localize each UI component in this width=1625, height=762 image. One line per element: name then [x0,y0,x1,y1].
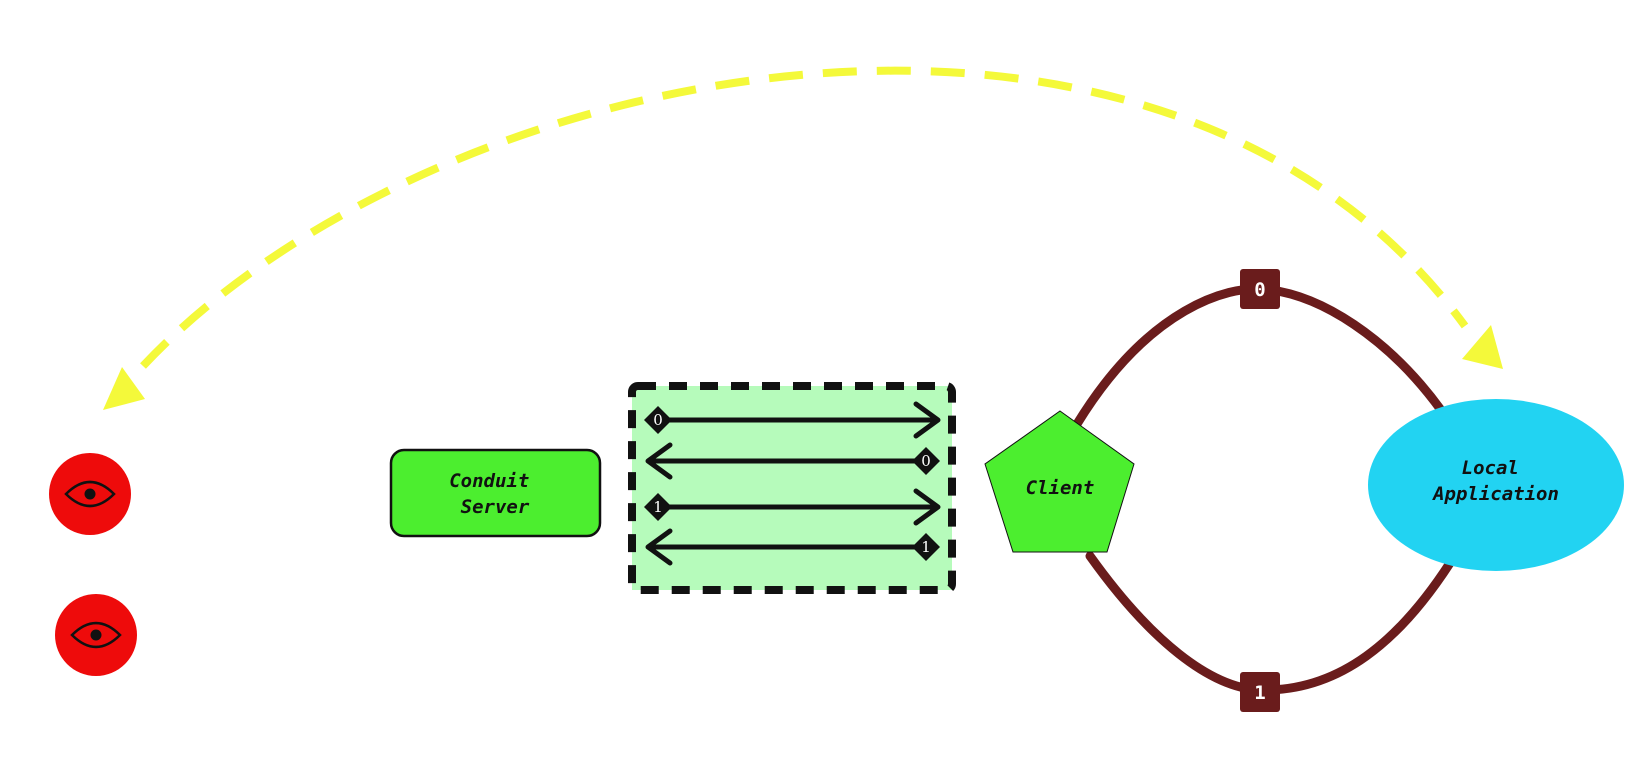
svg-text:1: 1 [653,498,663,516]
arc-arrowhead-right [1462,325,1503,369]
observation-arc-path [140,66,1469,369]
eye-icon [64,480,116,508]
channel-arrow-right-0: 0 [644,401,941,439]
channel-box-fill [632,386,952,590]
conduit-server-box [389,448,602,538]
client-label: Client [1026,477,1095,499]
channel-box: 0 0 1 1 [628,382,956,594]
channel-arrow-right-1: 1 [644,488,941,526]
conduit-server-label: Conduit Server [449,470,541,518]
observer-2 [55,594,137,676]
svg-text:0: 0 [921,452,931,470]
loop-edge-bottom [1085,551,1455,695]
svg-text:0: 0 [653,411,663,429]
client-pentagon [984,410,1135,553]
arc-arrowhead-left [103,367,145,410]
observation-arc [103,66,1503,410]
local-application-ellipse [1368,399,1624,571]
loop-edge-top [1072,284,1446,429]
client-node[interactable]: Client [984,410,1135,553]
marker-diamond: 0 [644,406,672,434]
marker-diamond: 1 [912,533,940,561]
channel-box-border [628,382,956,594]
conduit-server-node[interactable]: Conduit Server [389,448,602,538]
local-application-node[interactable]: Local Application [1368,399,1624,571]
loop-badge-bottom: 1 [1240,672,1280,712]
local-application-label: Local Application [1431,457,1559,505]
marker-diamond: 0 [912,447,940,475]
marker-diamond: 1 [644,493,672,521]
loop-edges: 0 1 [1072,269,1455,712]
loop-badge-top: 0 [1240,269,1280,309]
channel-arrow-left-0: 0 [645,442,940,480]
eye-icon [70,621,122,649]
svg-text:0: 0 [1254,279,1265,301]
svg-text:1: 1 [921,538,931,556]
observer-1 [49,453,131,535]
channel-arrow-left-1: 1 [645,528,940,566]
svg-text:1: 1 [1254,682,1265,704]
